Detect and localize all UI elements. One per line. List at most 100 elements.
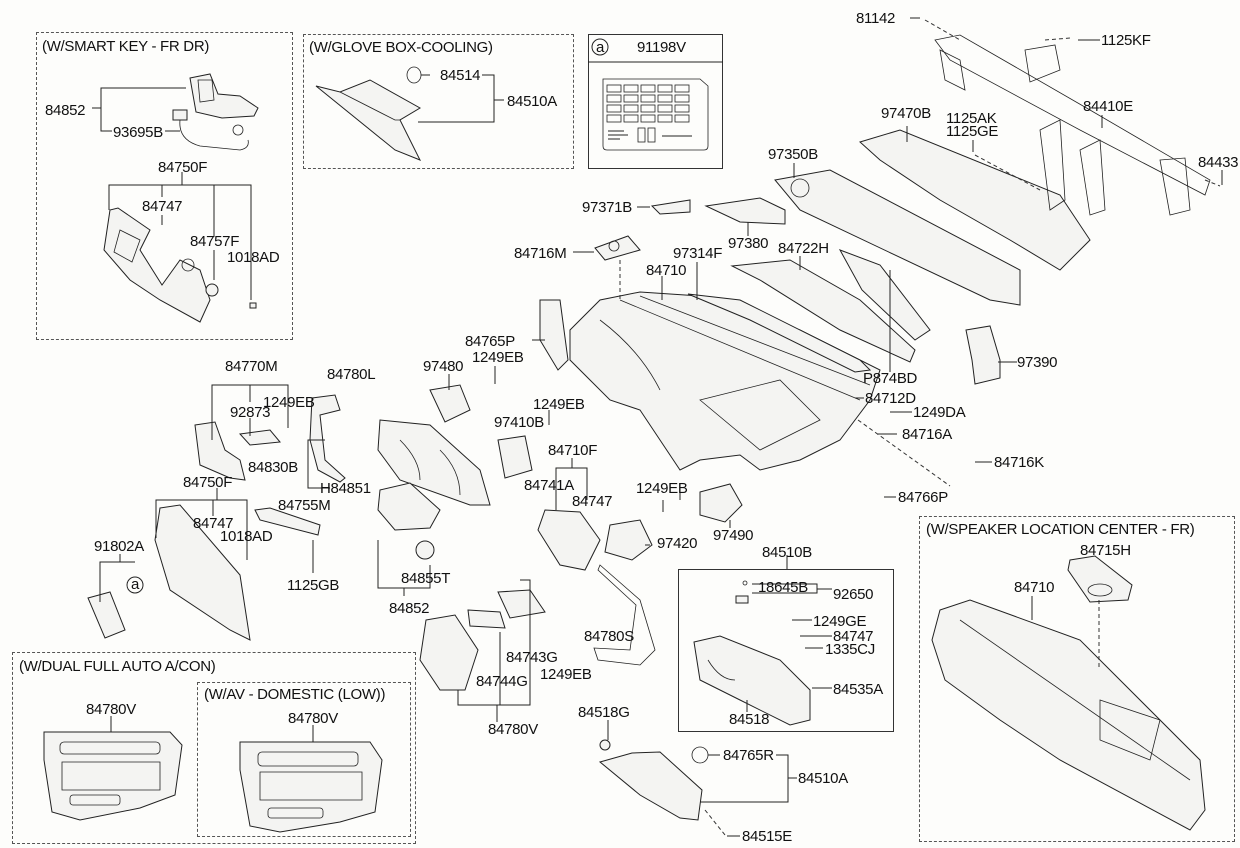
inset-dual-full-auto: [12, 652, 416, 844]
part-label[interactable]: 84510B: [762, 544, 812, 561]
part-label[interactable]: 84780S: [584, 628, 634, 645]
part-label[interactable]: 97314F: [673, 245, 723, 262]
label-box-part-number: 91198V: [637, 39, 686, 56]
callout-a[interactable]: a: [131, 576, 140, 593]
part-label[interactable]: 84757F: [190, 233, 240, 250]
part-label[interactable]: 84750F: [183, 474, 233, 491]
part-label[interactable]: 84747: [572, 493, 613, 510]
part-label[interactable]: 84514: [440, 67, 481, 84]
part-label[interactable]: 84750F: [158, 159, 208, 176]
part-label[interactable]: H84851: [320, 480, 371, 497]
leader-lines: [448, 17, 1223, 500]
part-label[interactable]: 84770M: [225, 358, 278, 375]
part-label[interactable]: 97410B: [494, 414, 544, 431]
part-label[interactable]: 1249EB: [472, 349, 524, 366]
part-label[interactable]: 84515E: [742, 828, 792, 845]
part-label[interactable]: 97420: [657, 535, 698, 552]
label-grid-cell: [623, 114, 639, 123]
part-label[interactable]: 84780V: [288, 710, 338, 727]
part-label[interactable]: 84741A: [524, 477, 574, 494]
part-label[interactable]: 84765P: [465, 333, 515, 350]
part-label[interactable]: 84535A: [833, 681, 883, 698]
label-grid-cell: [623, 84, 639, 93]
part-label[interactable]: 1018AD: [220, 528, 273, 545]
part-label[interactable]: 84747: [193, 515, 234, 532]
part-label[interactable]: 84766P: [898, 489, 948, 506]
part-label[interactable]: 84518: [729, 711, 770, 728]
label-box-a-circle: [591, 38, 609, 56]
part-label[interactable]: 84716K: [994, 454, 1044, 471]
part-label[interactable]: 1249DA: [913, 404, 966, 421]
part-label[interactable]: 84765R: [723, 747, 774, 764]
air-ducts: [650, 129, 1091, 385]
part-label[interactable]: 84510A: [798, 770, 848, 787]
part-label[interactable]: 84710: [1014, 579, 1055, 596]
part-label[interactable]: 84780V: [86, 701, 136, 718]
label-grid-cell: [606, 114, 622, 123]
glove-box-assembly-frame: [678, 569, 894, 732]
label-grid-cell: [640, 94, 656, 103]
part-label[interactable]: 92650: [833, 586, 874, 603]
label-grid-cell: [674, 84, 690, 93]
part-label[interactable]: 84710F: [548, 442, 598, 459]
label-grid-cell: [657, 104, 673, 113]
part-label[interactable]: 84716M: [514, 245, 567, 262]
part-label[interactable]: 97350B: [768, 146, 818, 163]
part-label[interactable]: 84433: [1198, 154, 1239, 171]
part-label[interactable]: 1249GE: [813, 613, 867, 630]
part-label[interactable]: 84780L: [327, 366, 376, 383]
inset-av-domestic: [197, 682, 411, 837]
part-label[interactable]: 84410E: [1083, 98, 1133, 115]
part-label[interactable]: 84712D: [865, 390, 916, 407]
part-label[interactable]: 84710: [646, 262, 687, 279]
part-label[interactable]: 84747: [142, 198, 183, 215]
label-grid-cell: [606, 84, 622, 93]
part-label[interactable]: 84855T: [401, 570, 451, 587]
part-label[interactable]: 1249EB: [540, 666, 592, 683]
part-label[interactable]: 97371B: [582, 199, 632, 216]
smart-key-parts: [92, 73, 259, 323]
part-label[interactable]: 1125KF: [1101, 32, 1151, 49]
label-grid-cell: [674, 94, 690, 103]
part-label[interactable]: 1335CJ: [825, 641, 875, 658]
inset-smart-key: [36, 32, 293, 340]
label-grid-cell: [606, 104, 622, 113]
part-label[interactable]: 1018AD: [227, 249, 280, 266]
part-label[interactable]: 84743G: [506, 649, 558, 666]
part-label[interactable]: 1125AK: [946, 110, 997, 127]
part-label[interactable]: 97390: [1017, 354, 1058, 371]
part-label[interactable]: 91802A: [94, 538, 144, 555]
part-label[interactable]: 84852: [45, 102, 86, 119]
cowl-cross-bar: [924, 19, 1221, 216]
center-stack-parts: [419, 458, 743, 722]
part-label[interactable]: P874BD: [863, 370, 918, 387]
part-label[interactable]: 18645B: [758, 579, 808, 596]
part-label[interactable]: 1249EB: [263, 394, 315, 411]
part-label[interactable]: 97470B: [881, 105, 931, 122]
part-label[interactable]: 84747: [833, 628, 874, 645]
part-label[interactable]: 84830B: [248, 459, 298, 476]
inset-title-smart-key: (W/SMART KEY - FR DR): [42, 38, 210, 55]
part-label[interactable]: 84755M: [278, 497, 331, 514]
part-label[interactable]: 1125GB: [287, 577, 340, 594]
label-grid-cell: [623, 104, 639, 113]
part-label[interactable]: 97480: [423, 358, 464, 375]
label-grid-cell: [640, 84, 656, 93]
part-label[interactable]: 84722H: [778, 240, 829, 257]
part-label[interactable]: 92873: [230, 404, 271, 421]
part-label[interactable]: 81142: [856, 10, 896, 27]
part-label[interactable]: 84744G: [476, 673, 528, 690]
part-label[interactable]: 1249EB: [533, 396, 585, 413]
part-label[interactable]: 84510A: [507, 93, 557, 110]
part-label[interactable]: 84518G: [578, 704, 630, 721]
part-label[interactable]: 1125GE: [946, 123, 999, 140]
part-label[interactable]: 84716A: [902, 426, 952, 443]
part-label[interactable]: 97380: [728, 235, 769, 252]
part-label[interactable]: 84852: [389, 600, 430, 617]
part-label[interactable]: 1249EB: [636, 480, 688, 497]
label-grid-cell: [623, 94, 639, 103]
part-label[interactable]: 84780V: [488, 721, 538, 738]
part-label[interactable]: 93695B: [113, 124, 163, 141]
part-label[interactable]: 97490: [713, 527, 754, 544]
part-label[interactable]: 84715H: [1080, 542, 1131, 559]
